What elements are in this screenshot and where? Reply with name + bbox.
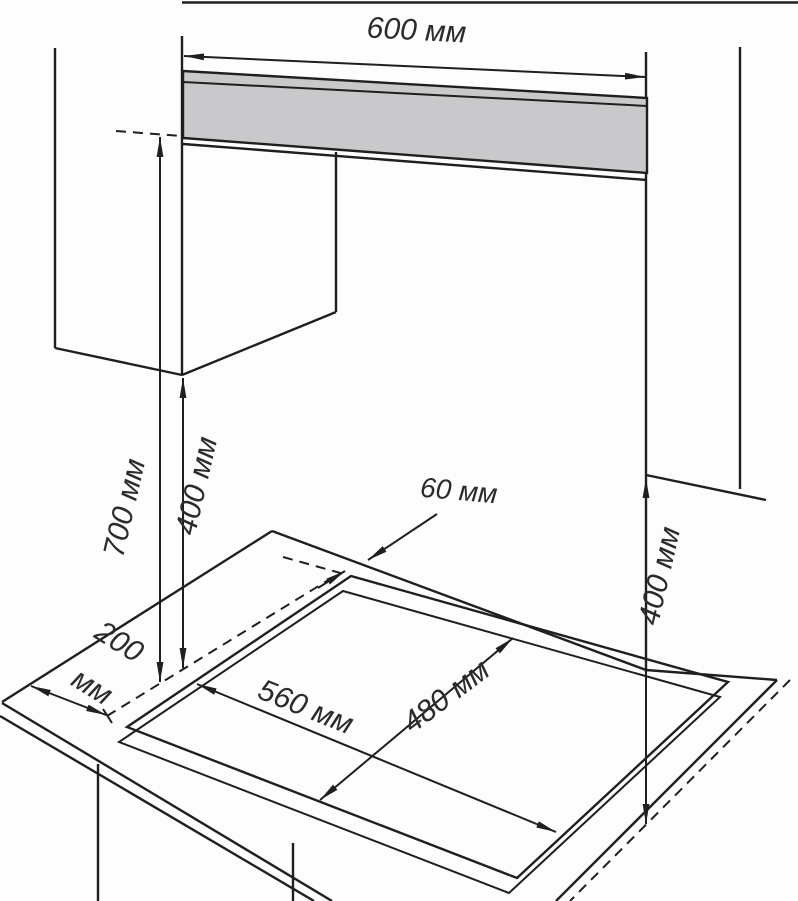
hood-panel-bottom-rim	[182, 142, 648, 182]
countertop-front-left-edge	[1, 701, 333, 901]
hood-level-dashed-extension	[115, 130, 182, 137]
dimension-label-700: 700 мм	[97, 456, 152, 560]
countertop	[0, 529, 791, 901]
countertop-right-dashed-baseline	[569, 679, 791, 901]
dimension-label-200-unit: мм	[66, 662, 118, 712]
cutout-corner-pointer-arrow	[317, 570, 346, 589]
hood-panel-top-inner-line	[182, 81, 648, 107]
dimension-line-480	[319, 637, 514, 801]
cutout-left-edge-dashed-extension	[106, 578, 331, 717]
dimension-400mm-right: 400 мм	[632, 478, 687, 824]
dimension-label-60: 60 мм	[419, 472, 499, 510]
dimension-label-200-value: 200	[88, 614, 149, 669]
cutout-opening	[106, 556, 731, 895]
countertop-back-right-edge	[645, 668, 778, 682]
cutout-back-edge-dashed-extension	[282, 556, 345, 575]
dimension-200mm: 200 мм	[30, 614, 149, 724]
dimension-label-480: 480 мм	[397, 653, 496, 739]
dimension-label-400-right: 400 мм	[632, 524, 687, 628]
dimension-60mm: 60 мм	[367, 472, 499, 561]
dimension-line-600	[183, 53, 646, 80]
countertop-back-left-edge	[1, 529, 273, 704]
dimension-leader-60	[367, 513, 438, 561]
cutout-outer-outline	[124, 574, 731, 880]
dimension-700mm: 700 мм	[97, 137, 164, 682]
wall-countertop-junction	[271, 529, 647, 672]
dimension-tick-200	[102, 708, 113, 724]
dimension-label-400-left: 400 мм	[169, 434, 224, 538]
dimension-label-600: 600 мм	[366, 11, 467, 49]
countertop-front-right-edge	[555, 679, 778, 901]
countertop-front-left-thickness-edge	[0, 714, 315, 901]
dimension-400mm-left: 400 мм	[169, 378, 224, 668]
dimension-line-200	[30, 685, 107, 716]
hood-panel-face	[181, 69, 649, 175]
cabinet-bottom-front-edge	[54, 346, 183, 377]
dimension-label-560: 560 мм	[253, 673, 358, 741]
right-wall-bottom-edge	[645, 473, 767, 502]
dimension-600mm: 600 мм	[183, 11, 646, 80]
dimension-line-560	[196, 683, 557, 833]
cabinet-side-bottom-edge	[181, 310, 337, 377]
cooker-hood-panel	[115, 69, 649, 182]
cutout-inner-outline	[116, 589, 722, 895]
